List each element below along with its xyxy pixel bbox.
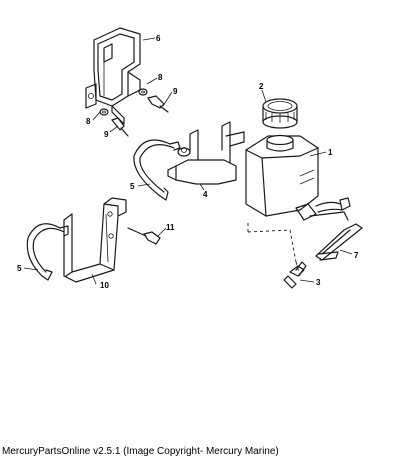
callout-5-lower: 5 [17, 264, 22, 273]
center-bracket [167, 121, 245, 185]
callout-9-lower: 9 [104, 130, 109, 139]
lower-bracket [63, 197, 127, 283]
callout-8-upper: 8 [158, 73, 163, 82]
alignment-lines [247, 220, 301, 277]
callout-10: 10 [100, 281, 109, 290]
upper-fasteners [99, 88, 169, 137]
callout-8-lower: 8 [86, 117, 91, 126]
callout-4: 4 [203, 190, 208, 199]
callout-3: 3 [316, 278, 321, 287]
callout-2: 2 [259, 82, 264, 91]
callout-7: 7 [354, 251, 359, 260]
tank-cap [262, 98, 298, 129]
callout-6: 6 [156, 34, 161, 43]
leader-lines [23, 37, 353, 285]
callout-9-upper: 9 [173, 87, 178, 96]
lower-bolt [127, 227, 161, 245]
oil-tank [245, 134, 351, 221]
callout-1: 1 [328, 148, 333, 157]
lower-strap [26, 223, 69, 281]
callout-5-upper: 5 [130, 182, 135, 191]
upper-mounting-bracket [85, 27, 141, 125]
callout-11: 11 [166, 223, 175, 232]
fitting [283, 261, 307, 289]
tank-strap [315, 223, 363, 261]
upper-strap [133, 139, 181, 201]
image-caption: MercuryPartsOnline v2.5.1 (Image Copyrig… [2, 446, 279, 457]
